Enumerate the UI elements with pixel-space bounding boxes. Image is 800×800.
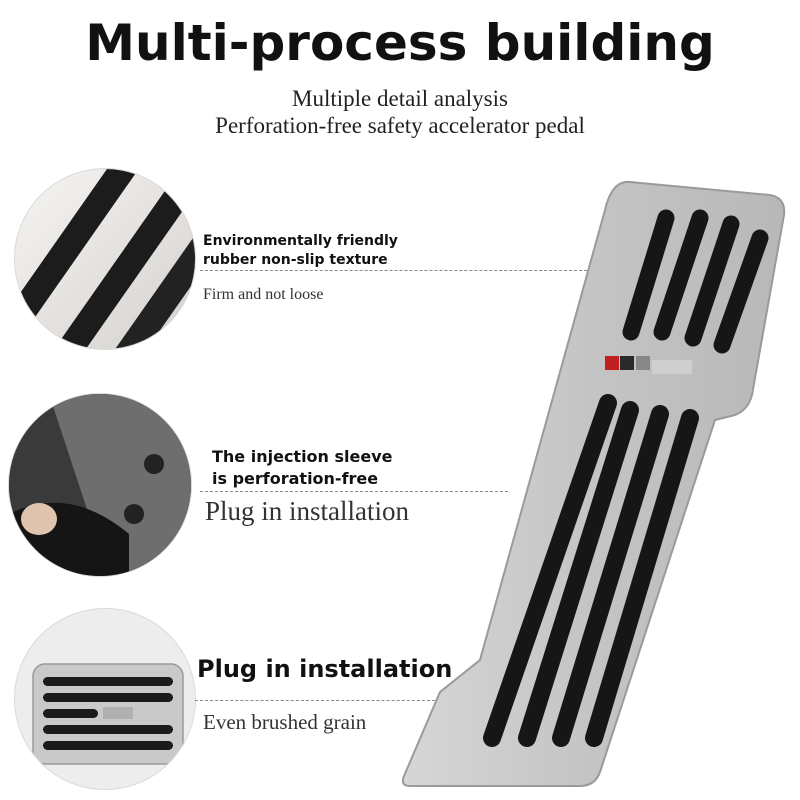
subtitle-line-1: Multiple detail analysis <box>292 86 508 111</box>
callout-2-divider <box>200 491 508 492</box>
callout-3-detail: Even brushed grain <box>203 710 367 734</box>
callout-1-divider <box>200 270 602 271</box>
callout-1-heading: Environmentally friendly rubber non-slip… <box>203 232 398 270</box>
rubber-texture-closeup-image <box>14 168 196 350</box>
callout-2-heading: The injection sleeve is perforation-free <box>212 446 393 490</box>
injection-sleeve-closeup-image <box>8 393 192 577</box>
subtitle-line-2: Perforation-free safety accelerator peda… <box>215 113 585 138</box>
callout-3-divider <box>195 700 440 701</box>
callout-2-detail: Plug in installation <box>205 496 410 526</box>
callout-2-line-2: is perforation-free <box>212 469 379 488</box>
callout-1-detail: Firm and not loose <box>203 286 324 303</box>
page-title: Multi-process building <box>85 14 715 72</box>
callout-1-line-1: Environmentally friendly <box>203 233 398 249</box>
callout-3-heading: Plug in installation <box>197 655 453 683</box>
brake-pedal-thumbnail-image <box>14 608 196 790</box>
callout-1-line-2: rubber non-slip texture <box>203 252 388 268</box>
callout-2-line-1: The injection sleeve <box>212 447 393 466</box>
